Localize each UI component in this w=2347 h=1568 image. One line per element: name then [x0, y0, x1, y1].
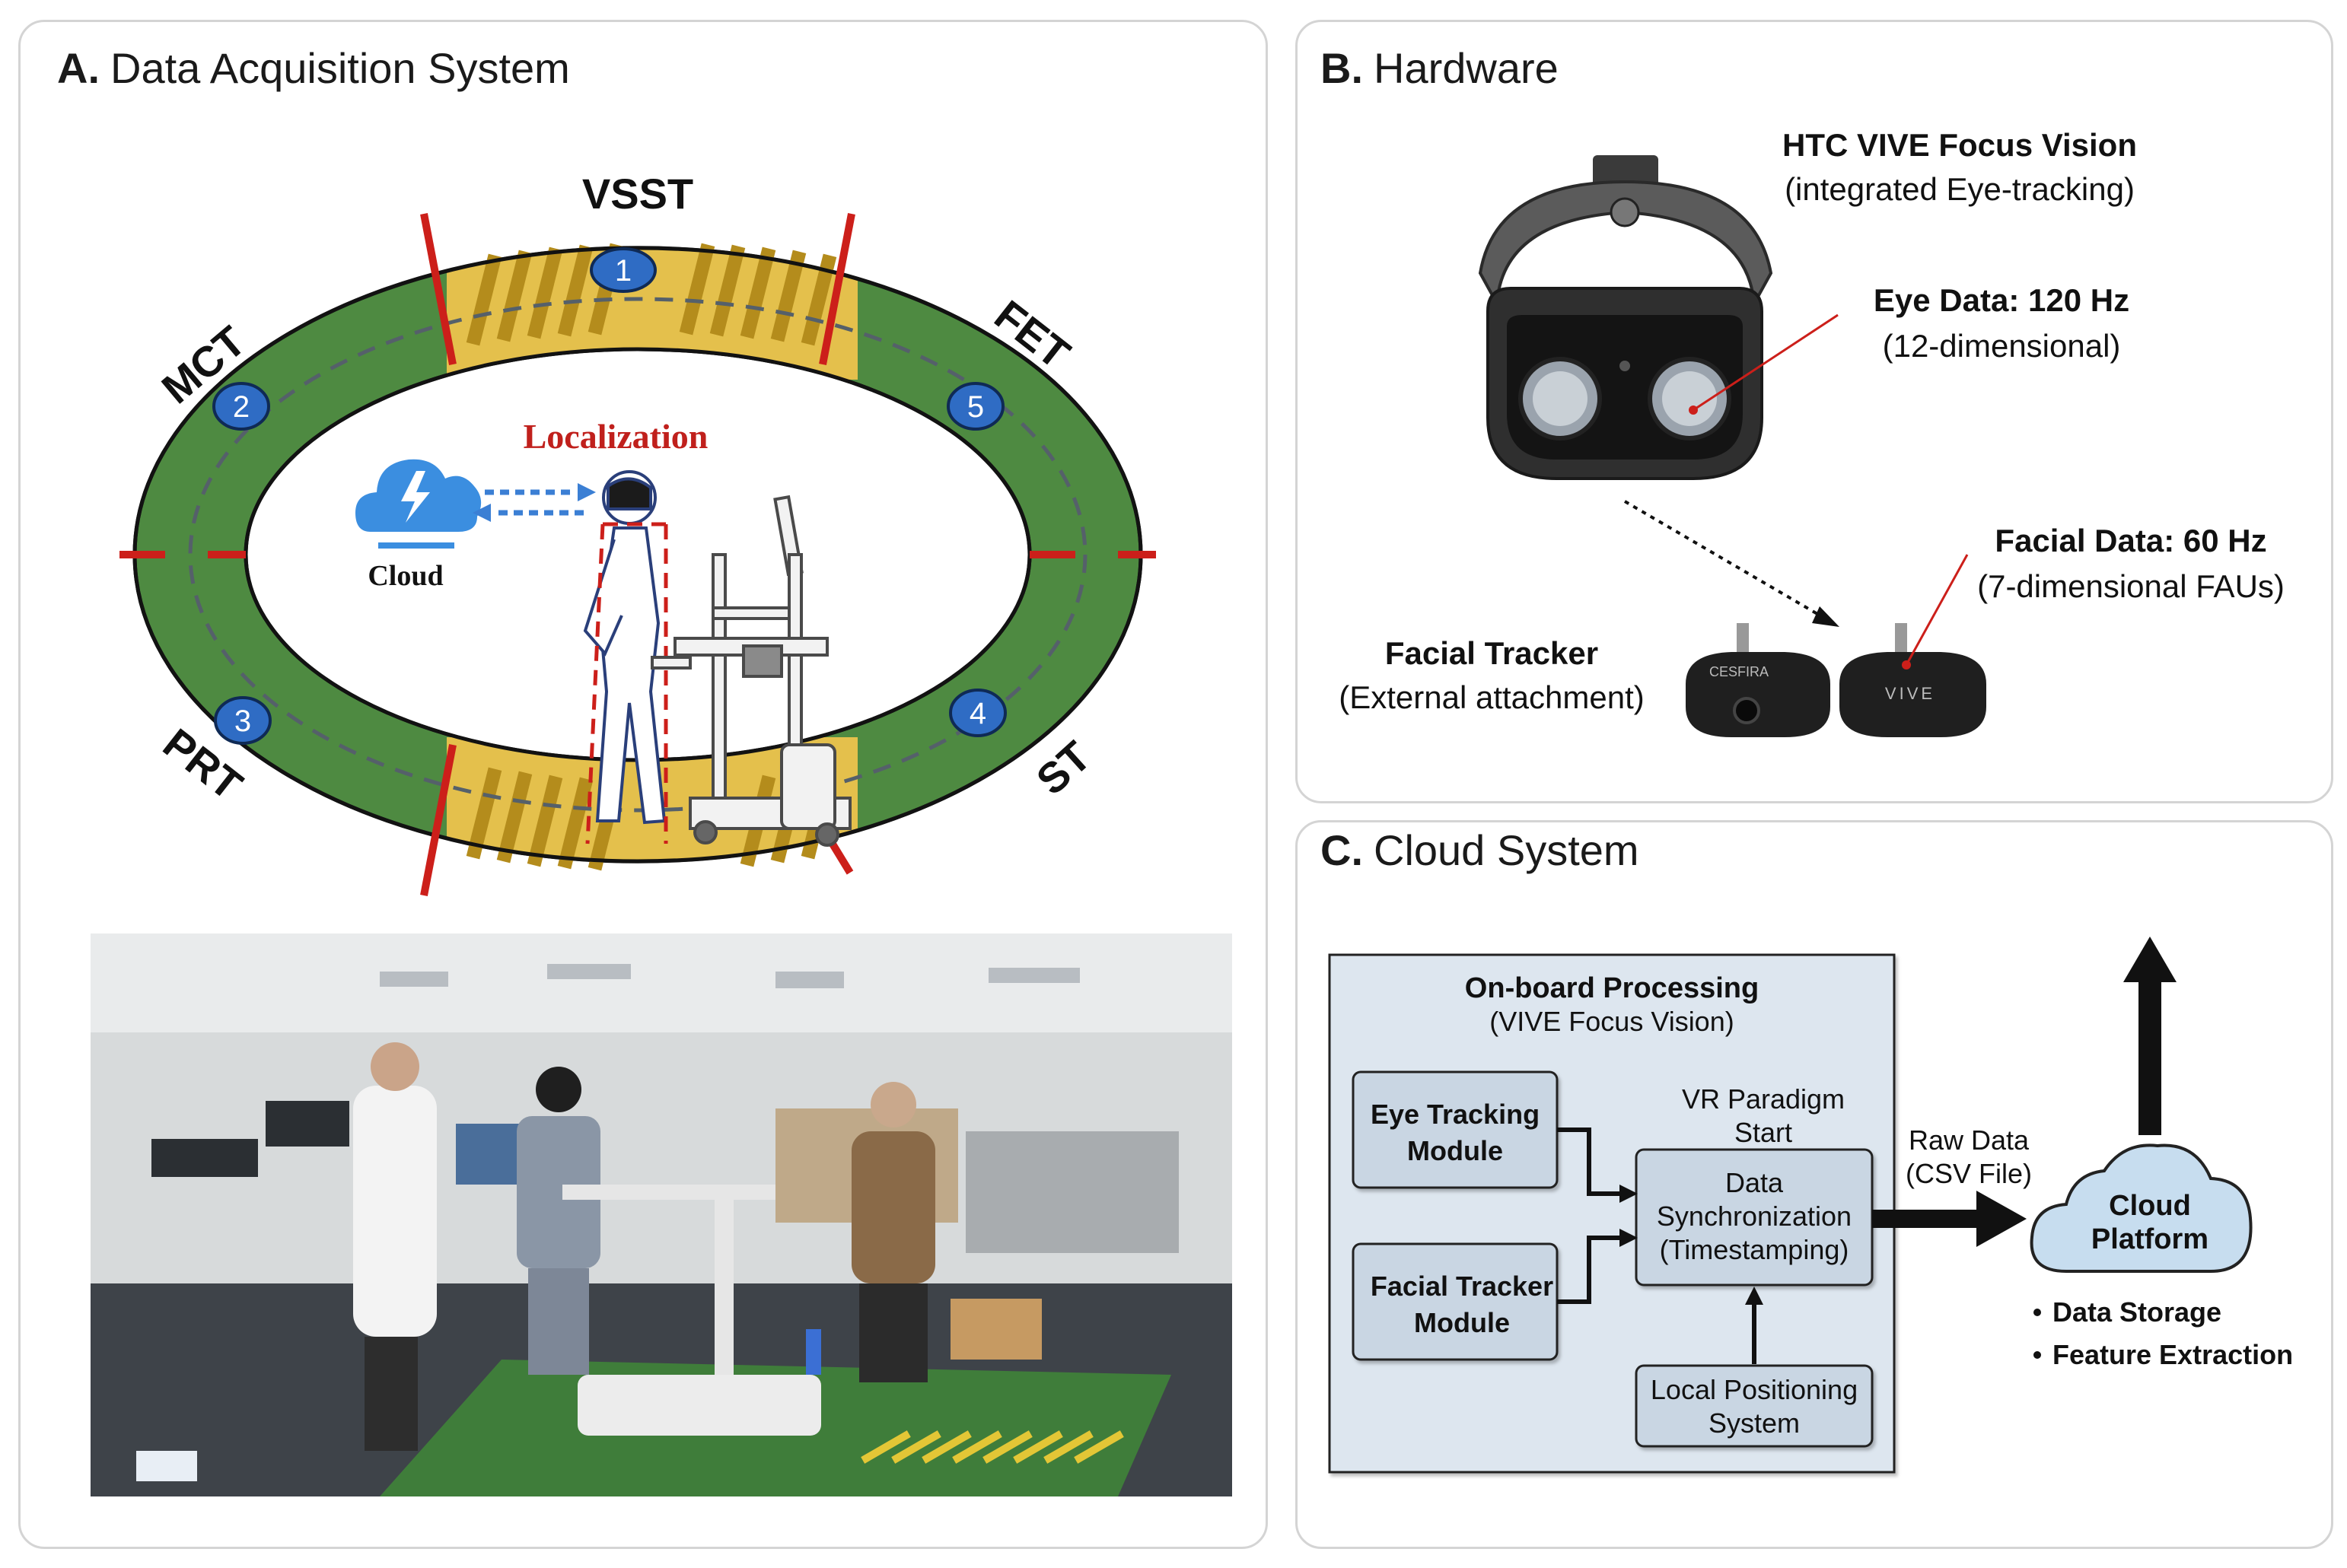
svg-text:2: 2: [233, 390, 250, 424]
facial-data-rate: Facial Data: 60 Hz: [1995, 523, 2266, 558]
eye-module-line2: Module: [1407, 1135, 1503, 1166]
track-center-line: [188, 297, 1088, 813]
headset-name: HTC VIVE Focus Vision: [1782, 127, 2137, 163]
raw-data-line1: Raw Data: [1909, 1124, 2030, 1156]
panel-b-title-text: Hardware: [1374, 44, 1559, 92]
panel-b-title: B.Hardware: [1320, 43, 1559, 93]
sync-line1: Data: [1725, 1167, 1784, 1198]
segment-label-vsst: VSST: [582, 170, 693, 218]
panel-c-letter: C.: [1320, 826, 1363, 874]
station-markers: 1 2 3 4 5: [212, 247, 1007, 745]
eye-data-rate: Eye Data: 120 Hz: [1874, 282, 2129, 318]
local-positioning-box: [1635, 1364, 1874, 1448]
cloud-line1: Cloud: [2109, 1190, 2191, 1222]
eye-tracking-module: [1352, 1070, 1559, 1189]
panel-a-letter: A.: [57, 44, 100, 92]
panel-cloud-system: C.Cloud System On-board Processing (VIVE…: [1295, 820, 2333, 1549]
cloud-label: Cloud: [368, 560, 443, 592]
raw-data-line2: (CSV File): [1906, 1158, 2032, 1189]
eye-data-dims: (12-dimensional): [1883, 328, 2121, 364]
svg-text:3: 3: [234, 704, 251, 738]
bullet-feature-extraction: Feature Extraction: [2052, 1339, 2293, 1370]
cloud-icon: [355, 459, 482, 549]
sync-line2: Synchronization: [1657, 1201, 1852, 1232]
sync-line3: (Timestamping): [1660, 1234, 1849, 1265]
facial-tracker-image: CESFIRA VIVE: [1686, 623, 1986, 737]
panel-c-title-text: Cloud System: [1374, 826, 1639, 874]
localization-label: Localization: [524, 417, 709, 456]
localization-box: [585, 522, 668, 844]
facial-tracker-note: (External attachment): [1339, 679, 1645, 715]
facial-tracker-name: Facial Tracker: [1385, 635, 1598, 671]
hardware-diagram: CESFIRA VIVE HTC VIVE Focus Vision (inte…: [1339, 127, 2285, 737]
vr-headset-image: [1478, 155, 1773, 480]
onboard-title: On-board Processing: [1465, 972, 1759, 1004]
panel-data-acquisition: A.Data Acquisition System: [18, 20, 1268, 1549]
cloud-line2: Platform: [2091, 1223, 2208, 1255]
panel-b-letter: B.: [1320, 44, 1363, 92]
panel-c-title: C.Cloud System: [1320, 825, 1639, 875]
facial-module-line2: Module: [1414, 1307, 1510, 1338]
bullet-data-storage: Data Storage: [2052, 1296, 2221, 1328]
eye-module-line1: Eye Tracking: [1371, 1099, 1540, 1130]
headset-note: (integrated Eye-tracking): [1785, 171, 2135, 207]
track-diagram: VSST MCT FET PRT ST 1 2 3 4 5 Localizati…: [119, 170, 1156, 896]
facial-tracker-module: [1352, 1242, 1559, 1361]
svg-text:1: 1: [615, 254, 632, 288]
tracker-marks: CESFIRA: [1709, 664, 1769, 679]
data-arrows: [485, 489, 584, 516]
onboard-subtitle: (VIVE Focus Vision): [1489, 1006, 1734, 1037]
positioning-line1: Local Positioning: [1651, 1374, 1858, 1405]
panel-a-title-text: Data Acquisition System: [110, 44, 570, 92]
svg-text:5: 5: [967, 390, 984, 424]
paradigm-line1: VR Paradigm: [1682, 1083, 1845, 1115]
station-5: 5: [947, 382, 1005, 431]
station-4: 4: [949, 689, 1007, 737]
positioning-line2: System: [1709, 1407, 1800, 1439]
lab-photo: [91, 933, 1232, 1496]
paradigm-line2: Start: [1734, 1117, 1792, 1148]
cloud-platform-shape: [2030, 1143, 2253, 1273]
station-2: 2: [212, 382, 270, 431]
facial-data-dims: (7-dimensional FAUs): [1977, 568, 2285, 604]
station-3: 3: [214, 696, 272, 745]
tracker-logo: VIVE: [1885, 684, 1935, 703]
svg-text:4: 4: [970, 697, 986, 730]
walker-frame: [651, 495, 852, 847]
station-1: 1: [590, 247, 657, 293]
panel-hardware: B.Hardware CESFIRA: [1295, 20, 2333, 803]
panel-a-title: A.Data Acquisition System: [57, 43, 570, 93]
cloud-system-diagram: On-board Processing (VIVE Focus Vision) …: [1328, 937, 2293, 1474]
facial-module-line1: Facial Tracker: [1371, 1271, 1553, 1302]
